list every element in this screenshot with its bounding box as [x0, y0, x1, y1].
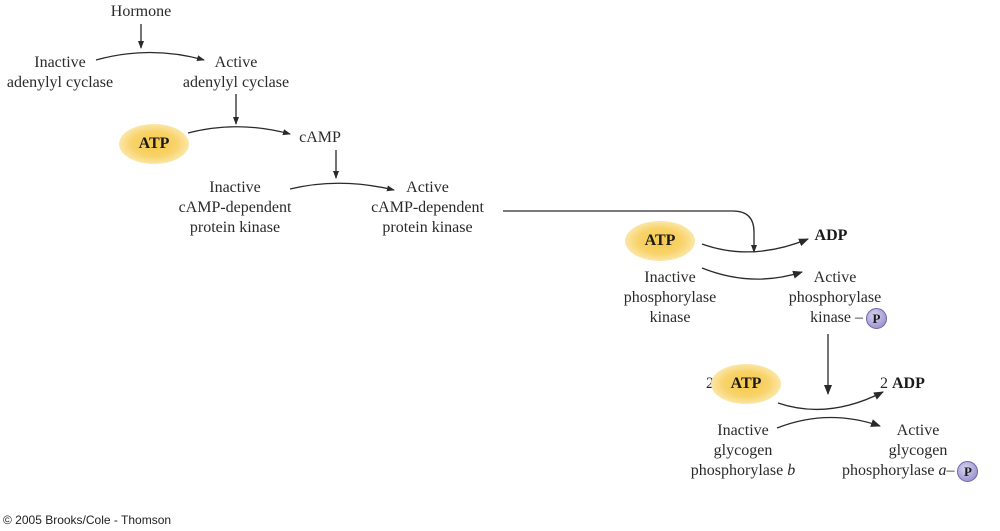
- camp-label: cAMP: [299, 129, 341, 146]
- phosphate-icon: P: [866, 308, 887, 329]
- adp-coefficient: 2: [880, 375, 888, 392]
- inactive-adenylyl-cyclase: Inactive adenylyl cyclase: [0, 53, 120, 93]
- hormone-label: Hormone: [110, 3, 172, 20]
- active-glycogen-phosphorylase: Active glycogen phosphorylase a–P: [838, 421, 998, 482]
- inactive-glycogen-line1: Inactive: [717, 422, 769, 439]
- arrow-kinase-activation: [701, 267, 803, 280]
- active-pka-line3: protein kinase: [382, 219, 473, 236]
- active-glycogen-text: phosphorylase: [842, 462, 935, 480]
- inactive-kinase-line3: kinase: [649, 309, 691, 326]
- inactive-glycogen-text: phosphorylase: [690, 462, 784, 479]
- adp-label-1: ADP: [814, 227, 848, 244]
- active-adenylyl-line2: adenylyl cyclase: [182, 74, 290, 91]
- active-adenylyl-cyclase: Active adenylyl cyclase: [171, 53, 301, 93]
- active-kinase-line2: phosphorylase: [788, 289, 882, 306]
- inactive-kinase-line2: phosphorylase: [623, 289, 717, 306]
- atp-badge-1: ATP: [119, 124, 189, 164]
- active-kinase-line3: kinase –P: [775, 308, 895, 329]
- inactive-phosphorylase-kinase: Inactive phosphorylase kinase: [610, 268, 730, 328]
- active-kinase-line1: Active: [813, 269, 857, 286]
- inactive-pka-line3: protein kinase: [189, 219, 281, 236]
- arrow-pka-activation: [289, 182, 395, 192]
- arrow-glycogen-activation: [776, 416, 881, 429]
- inactive-pka-line1: Inactive: [209, 179, 261, 196]
- form-b-label: b: [787, 462, 796, 479]
- inactive-pka: Inactive cAMP-dependent protein kinase: [170, 178, 300, 238]
- active-pka-line2: cAMP-dependent: [371, 199, 484, 216]
- active-kinase-text: kinase –: [810, 309, 863, 327]
- copyright-notice: © 2005 Brooks/Cole - Thomson: [3, 513, 172, 527]
- active-glycogen-line3: phosphorylase a–P: [838, 461, 998, 482]
- active-adenylyl-line1: Active: [214, 54, 258, 71]
- inactive-glycogen-line3: phosphorylase b: [668, 461, 818, 481]
- inactive-pka-line2: cAMP-dependent: [178, 199, 292, 216]
- active-glycogen-line1: Active: [896, 422, 940, 439]
- active-pka: Active cAMP-dependent protein kinase: [360, 178, 495, 238]
- inactive-glycogen-line2: glycogen: [713, 442, 773, 459]
- inactive-glycogen-phosphorylase: Inactive glycogen phosphorylase b: [668, 421, 818, 481]
- inactive-adenylyl-line1: Inactive: [34, 54, 86, 71]
- arrow-atp-to-camp: [187, 126, 291, 136]
- active-glycogen-line2: glycogen: [888, 442, 948, 459]
- atp-badge-3: ATP: [711, 364, 781, 404]
- active-pka-line1: Active: [406, 179, 449, 196]
- arrow-pka-to-kinase: [503, 210, 757, 253]
- inactive-kinase-line1: Inactive: [644, 269, 696, 286]
- adp-label-2: 2 ADP: [880, 374, 970, 394]
- arrow-atp-to-adp-1: [701, 238, 809, 253]
- bond-dash: –: [946, 462, 955, 480]
- arrow-adenylyl-activation: [95, 51, 205, 62]
- phosphate-icon: P: [957, 461, 979, 482]
- active-phosphorylase-kinase: Active phosphorylase kinase –P: [775, 268, 895, 329]
- arrow-atp-to-adp-2: [777, 391, 884, 411]
- atp-badge-2: ATP: [625, 221, 695, 261]
- form-a-label: a: [938, 462, 947, 480]
- adp-text: ADP: [892, 375, 925, 392]
- inactive-adenylyl-line2: adenylyl cyclase: [6, 74, 114, 91]
- atp-coefficient: 2: [706, 375, 714, 392]
